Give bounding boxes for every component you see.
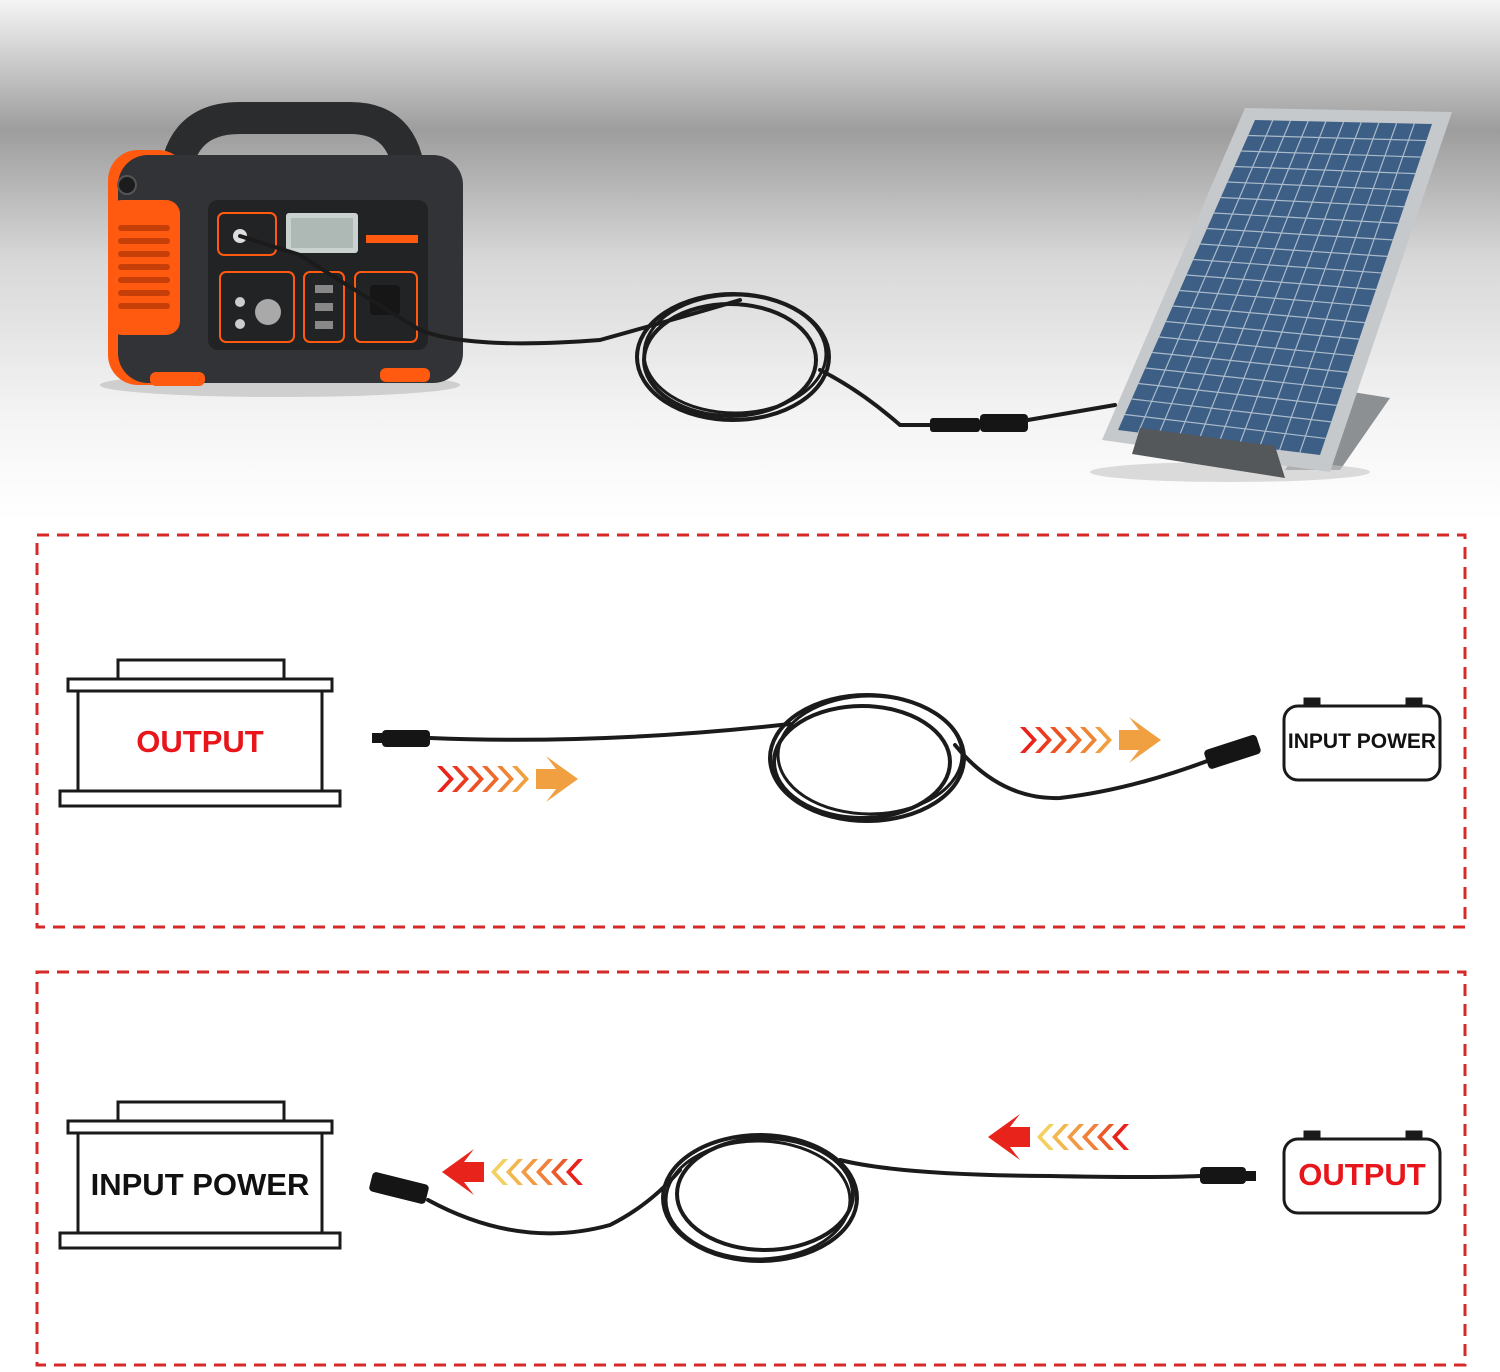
cable-icon: [369, 1133, 1256, 1263]
power-station-icon: [100, 102, 463, 397]
input-battery-icon: [1282, 697, 1442, 782]
input-power-label: INPUT POWER: [91, 1167, 310, 1202]
diagram-panel-bottom: INPUT POWER OUTPUT: [35, 970, 1467, 1367]
flow-arrow-left-icon: [988, 1114, 1129, 1160]
output-label: OUTPUT: [1298, 1157, 1426, 1192]
dashed-frame: [35, 533, 1467, 929]
output-battery-icon: [58, 658, 342, 808]
input-power-label: INPUT POWER: [1288, 730, 1436, 753]
hero-scene: [0, 0, 1500, 520]
extension-cable-icon: [238, 234, 1117, 432]
flow-arrow-right-icon: [1020, 717, 1161, 763]
flow-arrow-right-icon: [437, 756, 578, 802]
solar-panel-icon: [1090, 108, 1452, 482]
output-label: OUTPUT: [136, 724, 264, 759]
diagram-panel-top: OUTPUT INPUT POWER: [35, 533, 1467, 929]
flow-arrow-left-icon: [442, 1149, 583, 1195]
dashed-frame: [35, 970, 1467, 1367]
output-battery-icon: [1282, 1130, 1442, 1215]
input-battery-icon: [58, 1100, 342, 1250]
cable-icon: [372, 693, 1261, 823]
